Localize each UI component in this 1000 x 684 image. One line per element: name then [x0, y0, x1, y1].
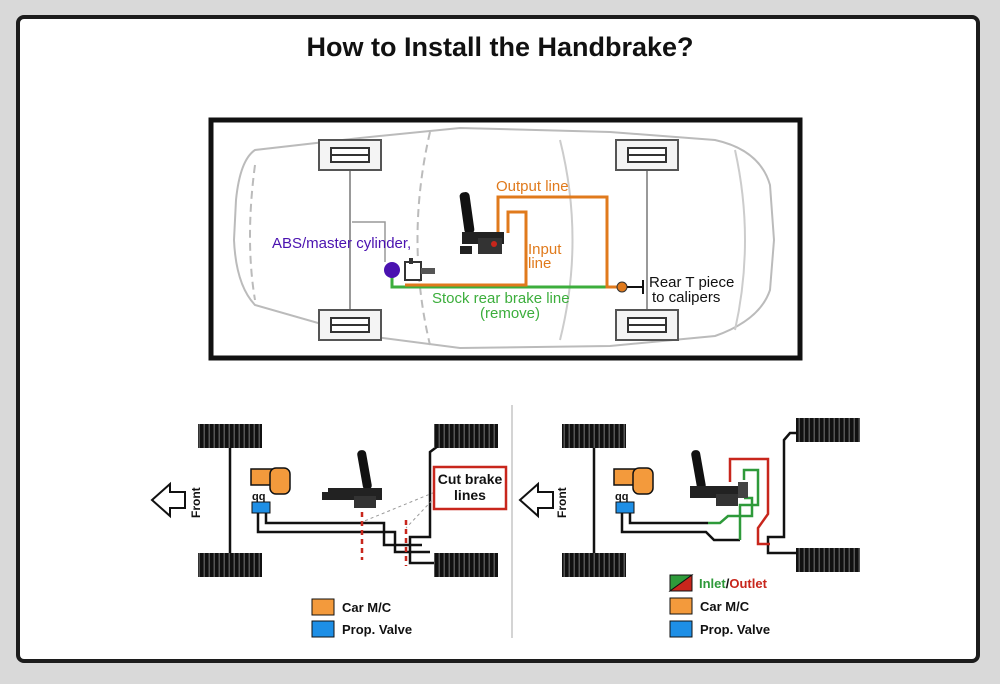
wheel-lr-top: [434, 424, 498, 448]
rear-t-piece: [616, 281, 628, 293]
wheel-rr-bottom: [796, 548, 860, 572]
wheel-lf-bottom: [198, 553, 262, 577]
car-roof-line: [416, 131, 431, 346]
wheel-rear-top: [615, 139, 679, 171]
legend-prop-left: Prop. Valve: [342, 622, 412, 637]
front-label-right: Front: [555, 487, 569, 518]
car-mc-icon-right: qq: [613, 467, 654, 503]
svg-text:qq: qq: [615, 491, 628, 503]
wheel-rr-top: [796, 418, 860, 442]
remove-label: (remove): [480, 305, 540, 322]
legend-swatch-mc-left: [311, 598, 335, 616]
handbrake-icon-left: [322, 450, 382, 508]
wheel-front-bottom: [318, 309, 382, 341]
handbrake-icon-right: [690, 450, 748, 506]
left-chassis-diagram: qq Cut brake lines Front Car M/C Prop. V…: [150, 424, 508, 638]
legend-prop-right: Prop. Valve: [700, 622, 770, 637]
legend-sep: /: [726, 576, 730, 591]
front-arrow-right: [518, 481, 554, 519]
prop-valve-icon: [251, 501, 271, 514]
rear-t-label-2: to calipers: [652, 289, 720, 306]
wheel-lf-top: [198, 424, 262, 448]
input-line-label-2: line: [528, 255, 551, 272]
car-outline: [232, 126, 776, 350]
wheel-front-top: [318, 139, 382, 171]
abs-dot: [384, 262, 400, 278]
legend-inlet: Inlet: [699, 576, 726, 591]
car-window-line: [559, 139, 574, 341]
output-line: [496, 195, 620, 289]
legend-swatch-mc-right: [669, 597, 693, 615]
svg-text:Inlet/Outlet: Inlet/Outlet: [699, 576, 768, 591]
master-cylinder-icon: [404, 258, 435, 281]
cut-label-2: lines: [454, 487, 486, 503]
top-car-diagram: ABS/master cylinder, Output line Input l…: [208, 117, 803, 361]
input-line-label-1: Input: [528, 241, 562, 258]
wheel-rf-top: [562, 424, 626, 448]
rear-t-label-1: Rear T piece: [649, 274, 734, 291]
front-arrow-left: [150, 481, 186, 519]
wheel-lr-bottom: [434, 553, 498, 577]
right-chassis-diagram: qq Front Inlet/Outlet Car M/C Prop. Valv…: [518, 418, 860, 638]
car-rear-line: [734, 149, 746, 331]
svg-text:qq: qq: [252, 491, 265, 503]
output-line-label: Output line: [496, 178, 569, 195]
legend-mc-right: Car M/C: [700, 599, 750, 614]
cut-label-1: Cut brake: [438, 471, 503, 487]
wheel-rf-bottom: [562, 553, 626, 577]
legend-swatch-prop-right: [669, 620, 693, 638]
handbrake-icon: [459, 192, 504, 254]
cut-brake-lines-box: [432, 465, 508, 511]
stock-line-label: Stock rear brake line: [432, 290, 570, 307]
prop-valve-icon-right: [615, 501, 635, 514]
car-hood-line: [249, 164, 256, 301]
legend-swatch-inlet-outlet: [668, 574, 694, 592]
car-mc-icon: qq: [250, 467, 291, 503]
legend-mc-left: Car M/C: [342, 600, 392, 615]
legend-swatch-prop-left: [311, 620, 335, 638]
abs-label: ABS/master cylinder,: [272, 235, 411, 252]
wheel-rear-bottom: [615, 309, 679, 341]
front-label-left: Front: [189, 487, 203, 518]
legend-outlet: Outlet: [729, 576, 767, 591]
page-title: How to Install the Handbrake?: [306, 32, 694, 62]
input-line: [405, 210, 528, 287]
